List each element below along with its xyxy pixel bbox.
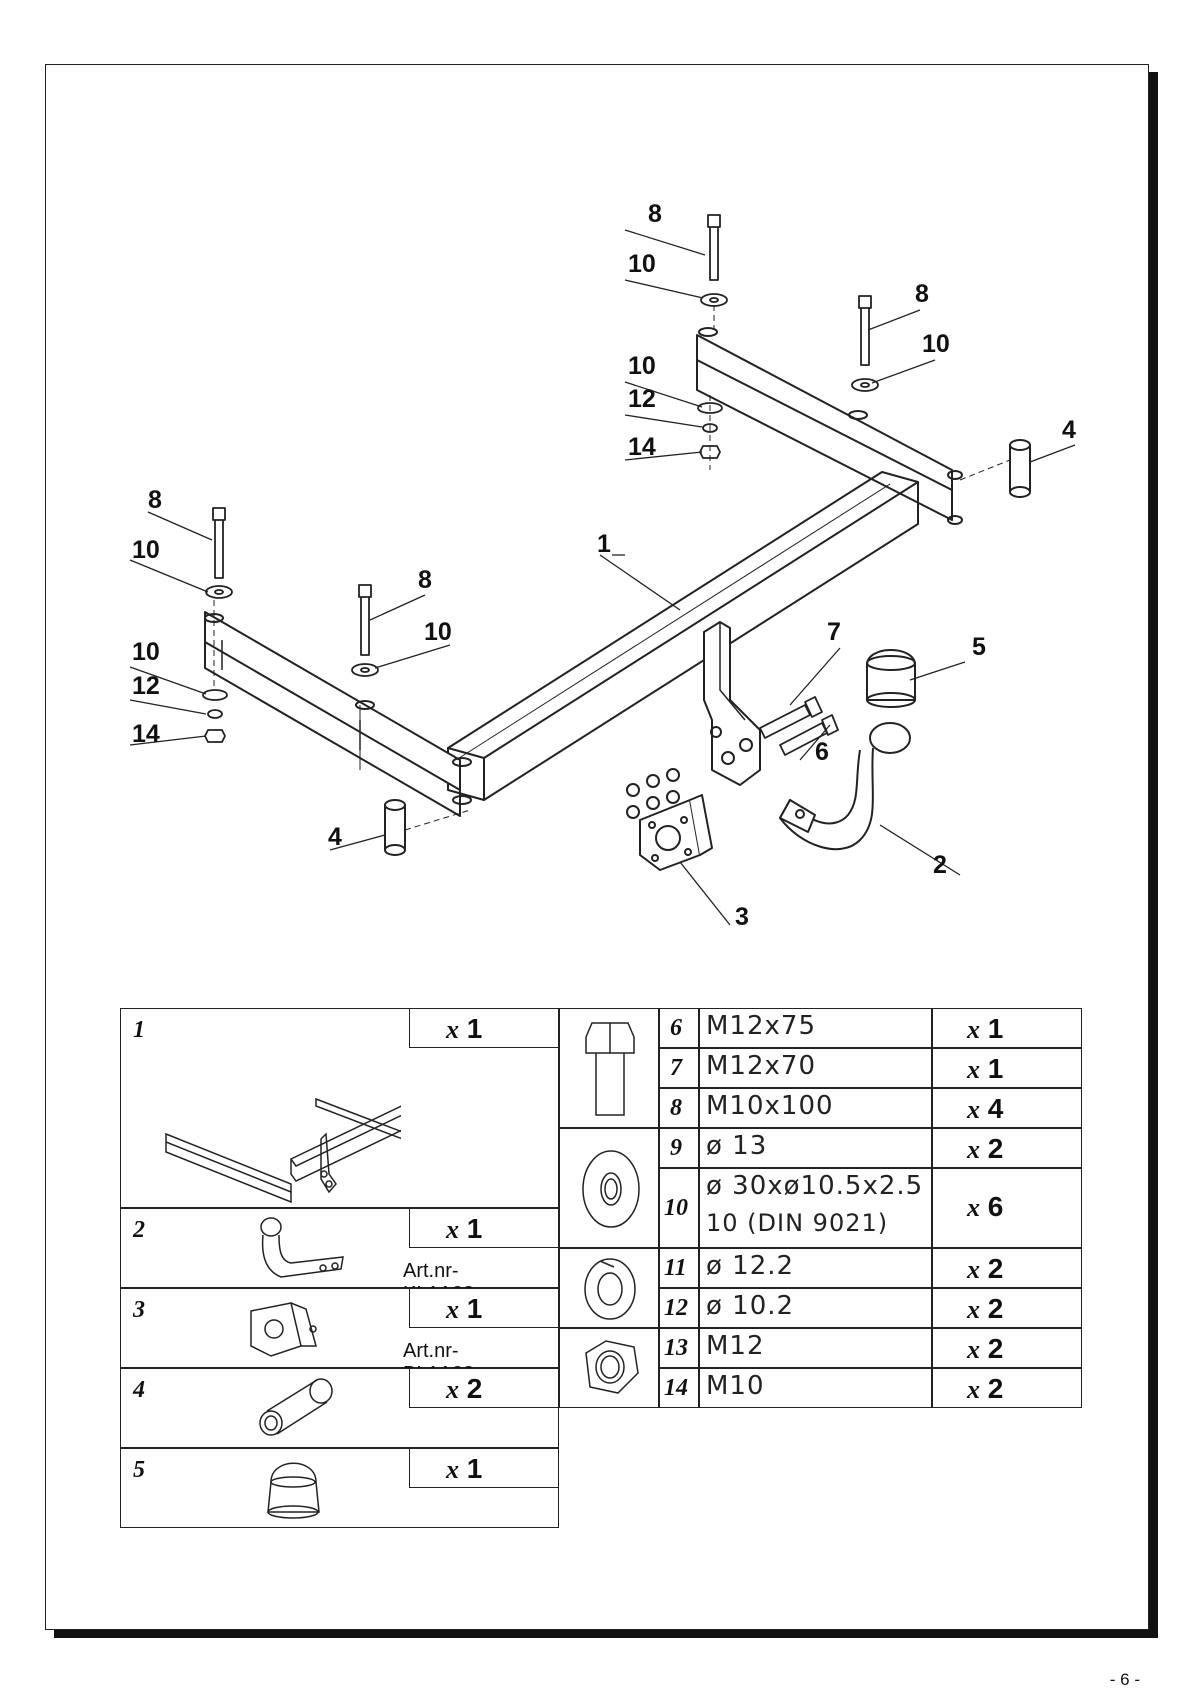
callout-10-c: 10 [628,352,656,380]
callout-8-left: 8 [148,486,162,514]
flat-washer-icon [582,1150,640,1228]
part-10-spec: ø 30xø10.5x2.5 [706,1171,924,1201]
frame-shadow-bottom [54,1630,1158,1638]
callout-8-right: 8 [915,280,929,308]
part-1-crossbeam-icon [165,1097,401,1204]
part-11-number: 11 [664,1255,687,1281]
part-5-ball-cap-icon [267,1462,320,1519]
part-9-qty: x 2 [967,1133,1004,1164]
callout-3: 3 [735,903,749,931]
hex-nut-icon [585,1340,639,1394]
callout-8-top: 8 [648,200,662,228]
callout-2: 2 [933,851,947,879]
callout-10-f: 10 [132,638,160,666]
part-10-spec-din: 10 (DIN 9021) [706,1209,889,1237]
hex-bolt-icon [585,1022,635,1116]
part-1-number: 1 [133,1017,145,1043]
part-4-number: 4 [133,1377,145,1403]
bolt-icon-cell [559,1008,659,1128]
tow-ball-2 [779,722,911,851]
part-6-qty: x 1 [967,1013,1004,1044]
socket-plate-3 [626,768,713,871]
part-13-number: 13 [664,1335,688,1361]
part-13-qty: x 2 [967,1333,1004,1364]
part-8-spec: M10x100 [706,1091,834,1121]
part-3-qty-cell: x 1 [409,1288,559,1328]
callout-14-right: 14 [628,433,656,461]
part-13-spec: M12 [706,1331,765,1361]
callout-8-mid: 8 [418,566,432,594]
part-4-spacer-tube-icon [259,1378,333,1436]
part-1-qty: x 1 [446,1013,483,1044]
part-7-qty: x 1 [967,1053,1004,1084]
callout-7: 7 [827,618,841,646]
part-14-number: 14 [664,1375,688,1401]
part-2-qty: x 1 [446,1213,483,1244]
callout-10-e: 10 [424,618,452,646]
exploded-assembly-drawing: 1 2 3 4 4 5 6 7 8 8 8 8 10 10 10 10 10 1… [129,200,1076,931]
part-12-number: 12 [664,1295,688,1321]
spring-washer-icon-cell [559,1248,659,1328]
part-3-qty: x 1 [446,1293,483,1324]
part-10-qty: x 6 [967,1191,1004,1222]
callout-10-d: 10 [132,536,160,564]
part-11-qty: x 2 [967,1253,1004,1284]
callout-5: 5 [972,633,986,661]
callout-14-left: 14 [132,720,160,748]
part-1-qty-cell: x 1 [409,1008,559,1048]
part-4-qty-cell: x 2 [409,1368,559,1408]
callout-4-left: 4 [328,823,342,851]
part-5-qty: x 1 [446,1453,483,1484]
part-12-qty: x 2 [967,1293,1004,1324]
part-6-number: 6 [670,1015,682,1041]
tow-bar-crossbeam [204,327,963,817]
part-7-spec: M12x70 [706,1051,816,1081]
part-3-number: 3 [133,1297,145,1323]
bolt-8-group [202,214,879,743]
callout-10-b: 10 [922,330,950,358]
part-14-spec: M10 [706,1371,765,1401]
part-5-qty-cell: x 1 [409,1448,559,1488]
leader-lines [129,229,1076,926]
spacer-tube-4 [384,439,1031,856]
callout-labels: 1 2 3 4 4 5 6 7 8 8 8 8 10 10 10 10 10 1… [132,200,1076,931]
part-2-number: 2 [133,1217,145,1243]
part-14-qty: x 2 [967,1373,1004,1404]
part-8-qty: x 4 [967,1093,1004,1124]
part-12-spec: ø 10.2 [706,1291,795,1321]
callout-4-right: 4 [1062,416,1076,444]
callout-12-left: 12 [132,672,160,700]
frame-shadow-right [1149,72,1158,1638]
page-number: - 6 - [1109,1670,1140,1689]
callout-6: 6 [815,738,829,766]
part-11-spec: ø 12.2 [706,1251,795,1281]
part-9-spec: ø 13 [706,1131,768,1161]
part-4-qty: x 2 [446,1373,483,1404]
part-10-number: 10 [664,1195,688,1221]
tow-ball-cap-5 [866,649,916,708]
callout-10-a: 10 [628,250,656,278]
nut-icon-cell [559,1328,659,1408]
washer-icon-cell [559,1128,659,1248]
part-9-number: 9 [670,1135,682,1161]
callout-12-right: 12 [628,385,656,413]
part-6-spec: M12x75 [706,1011,816,1041]
spring-washer-icon [584,1258,636,1320]
part-2-tow-ball-icon [260,1217,344,1278]
part-3-socket-plate-icon [250,1302,317,1357]
callout-1: 1 [597,530,611,558]
part-5-number: 5 [133,1457,145,1483]
part-7-number: 7 [670,1055,682,1081]
part-2-qty-cell: x 1 [409,1208,559,1248]
part-8-number: 8 [670,1095,682,1121]
